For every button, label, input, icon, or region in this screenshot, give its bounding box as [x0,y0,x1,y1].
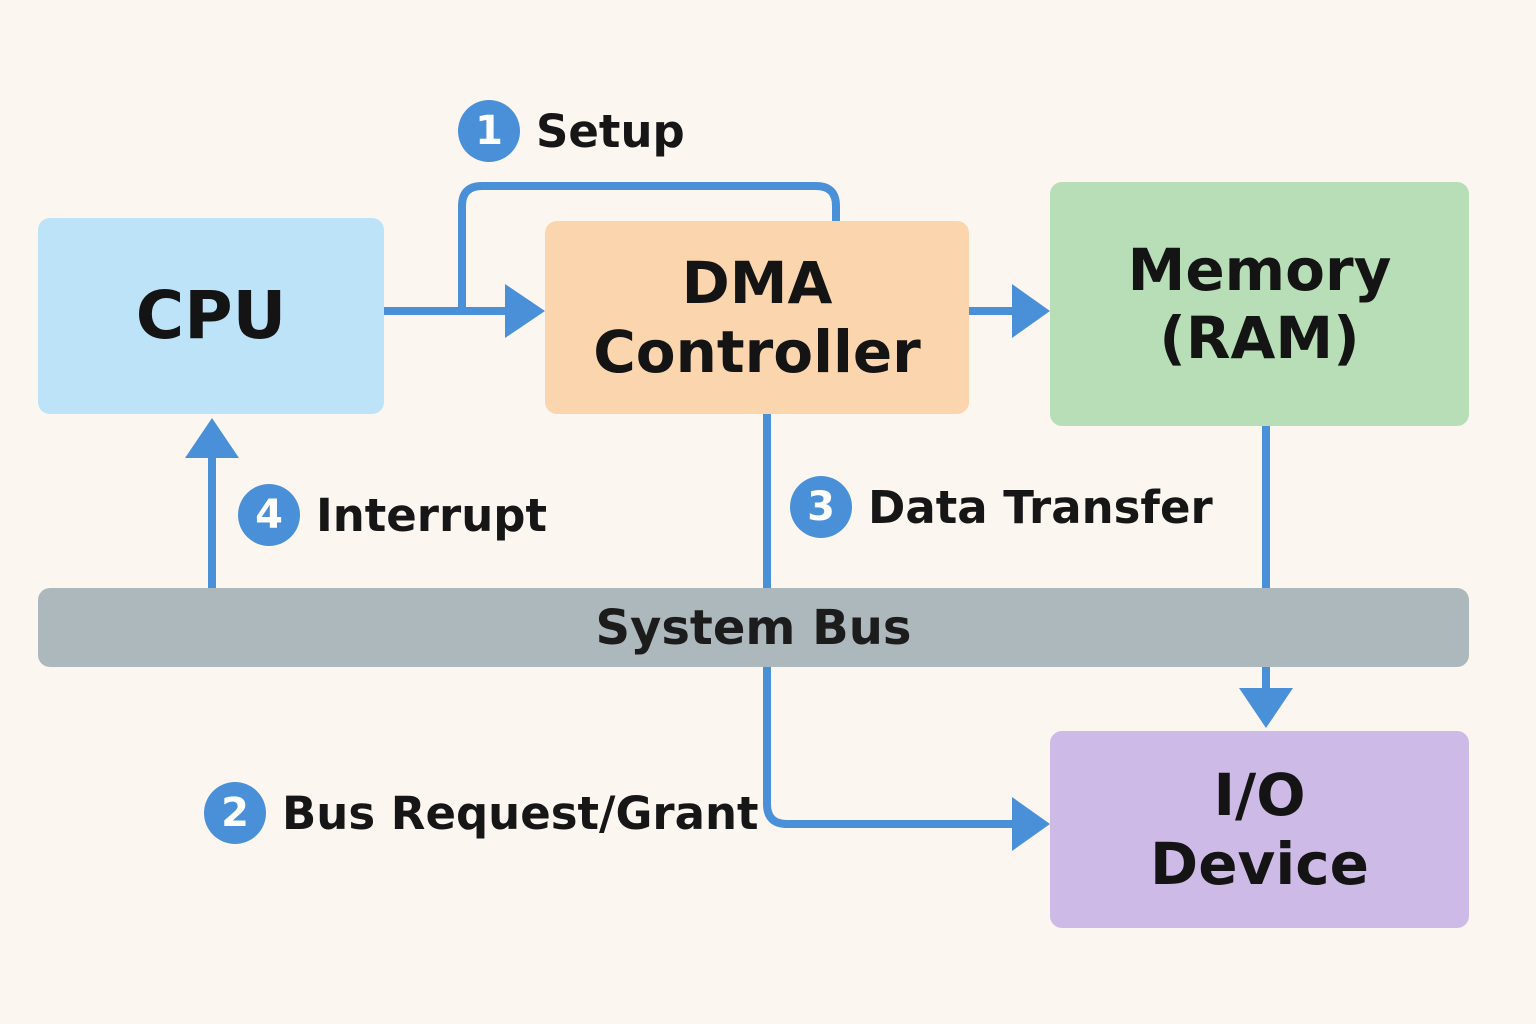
step-number-badge: 3 [790,476,852,538]
cpu-to-dma-arrowhead [505,284,545,338]
system-bus-label: System Bus [595,599,912,656]
step-interrupt: 4 Interrupt [238,483,547,547]
step-label: Bus Request/Grant [282,786,759,840]
step-label: Data Transfer [868,480,1213,534]
bus-to-cpu-arrowhead [185,418,239,458]
step-label: Setup [536,104,685,158]
setup-loop-arrow [458,182,840,311]
io-label-line-2: Device [1150,829,1369,898]
memory-label-line-2: (RAM) [1159,304,1360,372]
io-device-block: I/O Device [1050,731,1469,928]
system-bus: System Bus [38,588,1469,667]
io-label-line-1: I/O [1213,761,1306,830]
step-data-transfer: 3 Data Transfer [790,475,1213,539]
memory-to-io-arrowhead [1239,688,1293,728]
bus-to-io-arrow [763,667,1018,828]
step-number-badge: 4 [238,484,300,546]
step-number-badge: 2 [204,782,266,844]
dma-controller-block: DMA Controller [545,221,969,414]
bus-to-io-arrowhead [1012,797,1050,851]
step-bus-request-grant: 2 Bus Request/Grant [204,781,759,845]
cpu-block: CPU [38,218,384,414]
cpu-label: CPU [135,277,287,355]
dma-label-line-1: DMA [681,249,833,318]
memory-block: Memory (RAM) [1050,182,1469,426]
step-number-badge: 1 [458,100,520,162]
step-setup: 1 Setup [458,99,685,163]
step-label: Interrupt [316,488,547,542]
dma-to-memory-arrowhead [1012,284,1050,338]
dma-label-line-2: Controller [593,317,921,386]
memory-label-line-1: Memory [1127,235,1392,304]
